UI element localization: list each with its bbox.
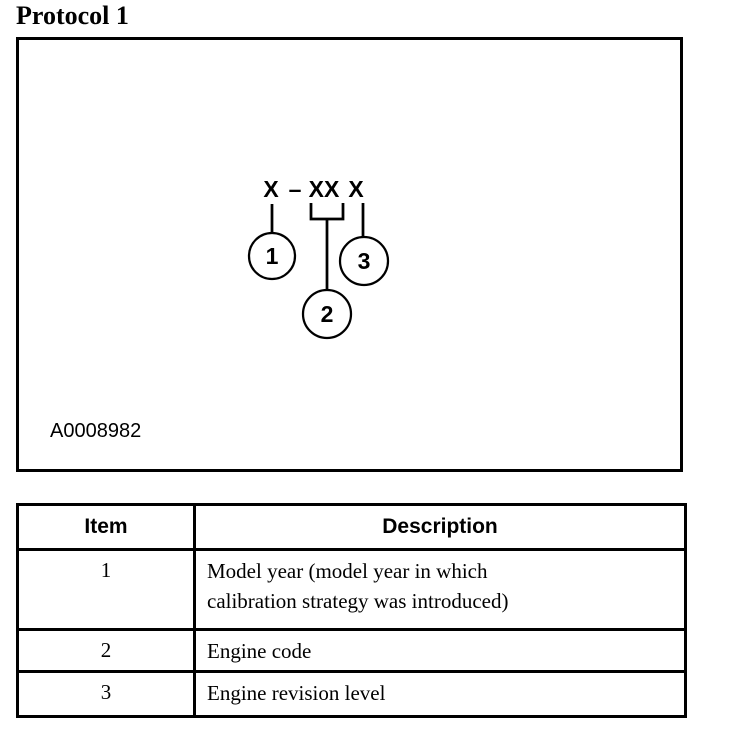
item-description: Engine revision level <box>193 670 687 718</box>
formula-dash: – <box>289 176 302 202</box>
callout-1-circle <box>247 231 297 281</box>
callout-3-label: 3 <box>358 248 371 274</box>
description-line: calibration strategy was introduced) <box>207 589 509 613</box>
table-row: 1 Model year (model year in which calibr… <box>16 548 687 631</box>
item-number: 1 <box>16 548 196 631</box>
callout-1-label: 1 <box>266 243 279 269</box>
callout-2-bracket <box>309 203 345 221</box>
item-description: Engine code <box>193 628 687 673</box>
table-row: 3 Engine revision level <box>16 670 687 718</box>
spec-table: Item Description 1 Model year (model yea… <box>16 503 687 718</box>
table-row: 2 Engine code <box>16 628 687 673</box>
description-line: Engine revision level <box>207 681 386 705</box>
description-line: Engine code <box>207 639 312 663</box>
column-header-description: Description <box>193 503 687 551</box>
formula-segment-1: X <box>263 176 279 202</box>
formula-segment-2: XX <box>309 176 340 202</box>
code-format-diagram: X – XX X 1 2 3 A0008982 <box>50 176 390 442</box>
callout-2-circle <box>301 288 353 340</box>
item-number: 2 <box>16 628 196 673</box>
callout-3-circle <box>338 235 390 287</box>
table-header-row: Item Description <box>16 503 687 551</box>
item-description: Model year (model year in which calibrat… <box>193 548 687 631</box>
description-line: Model year (model year in which <box>207 559 488 583</box>
callout-2-label: 2 <box>321 301 334 327</box>
formula-segment-3: X <box>348 176 364 202</box>
column-header-item: Item <box>16 503 196 551</box>
figure-box: X – XX X 1 2 3 A0008982 <box>16 37 683 472</box>
item-number: 3 <box>16 670 196 718</box>
page-title: Protocol 1 <box>16 1 129 30</box>
figure-id: A0008982 <box>50 420 141 442</box>
